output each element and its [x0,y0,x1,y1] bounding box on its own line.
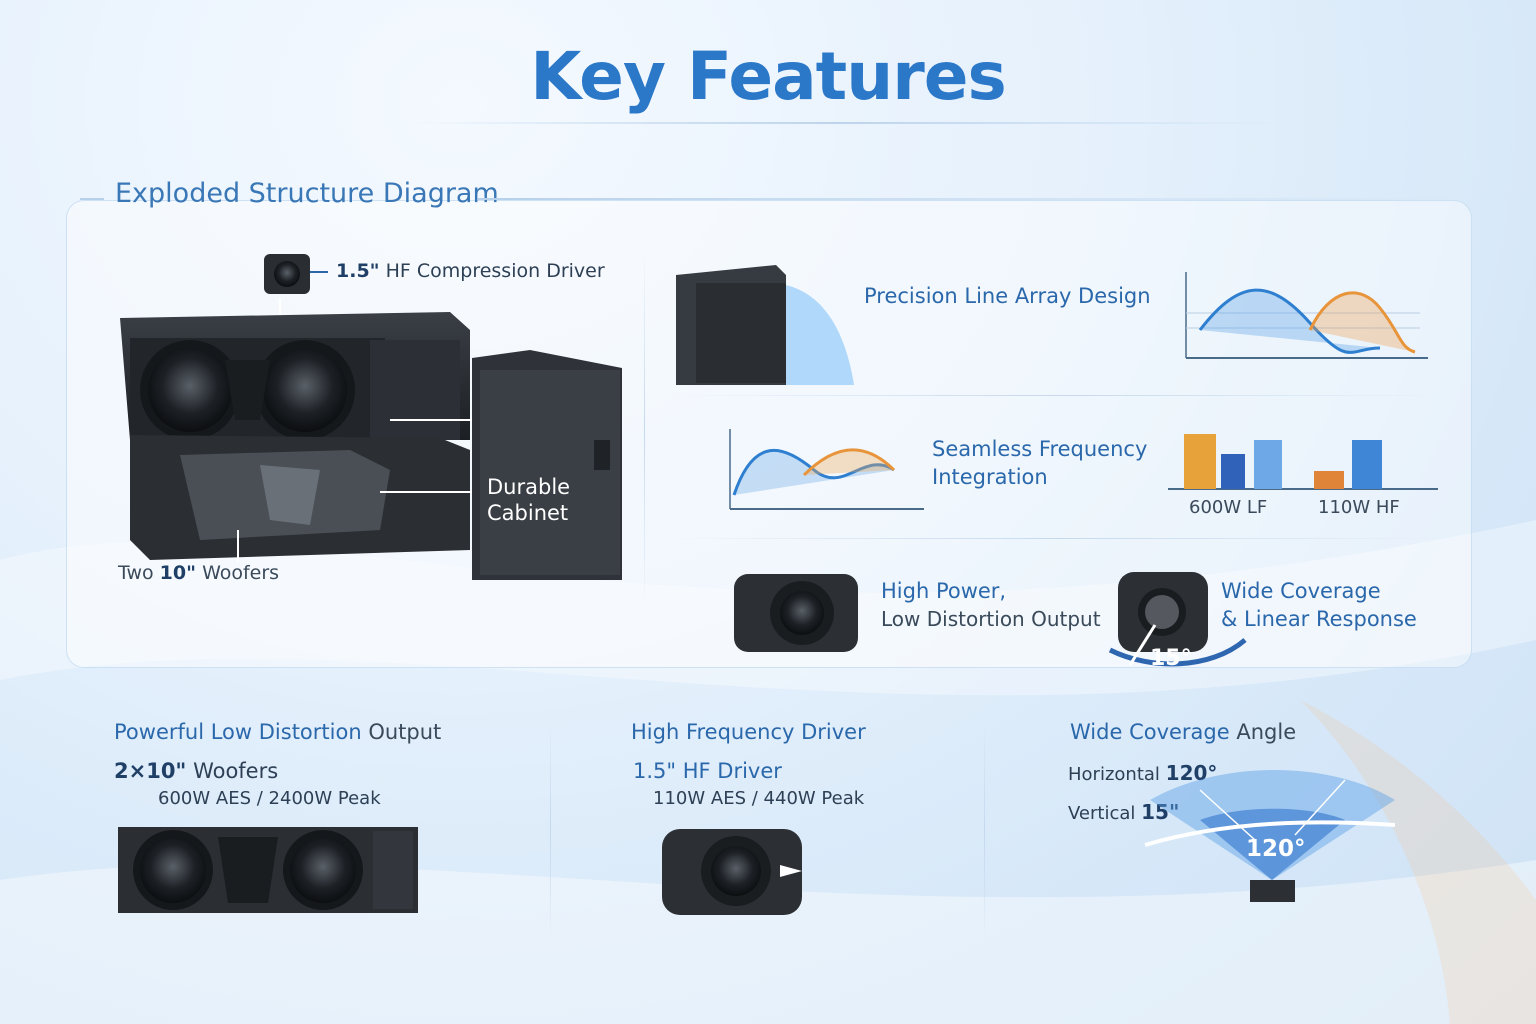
section-heading: Exploded Structure Diagram [115,178,499,209]
woofers-label: Two 10" Woofers [118,562,280,584]
coverage-angle-icon [1144,770,1396,902]
frequency-curve-icon [1185,272,1428,359]
dual-woofer-speaker-icon [118,827,418,913]
exploded-speaker-diagram [120,254,622,580]
col2-power: 110W AES / 440W Peak [653,788,865,809]
section-rule-left [80,198,104,200]
bar-label-lf: 600W LF [1189,497,1268,518]
row-divider-1 [670,395,1450,396]
horizontal-spec: Horizontal 120° [1068,761,1218,785]
woofer-section-icon [120,312,470,448]
power-bar-chart-icon [1168,434,1438,490]
line-array-label: Precision Line Array Design [864,284,1151,308]
vertical-spec: Vertical 15" [1068,800,1180,824]
crossover-curve-icon [729,429,924,510]
bottom-divider-2 [984,720,985,940]
col2-spec: 1.5" HF Driver [633,759,782,783]
col3-title: Wide Coverage Angle [1070,720,1297,744]
title-divider [400,122,1280,124]
section-rule-right [478,198,1468,200]
line-array-speaker-icon [676,265,854,385]
coverage-driver-icon [1108,572,1247,667]
angle-120-label: 120° [1246,836,1306,862]
wide-coverage-label: Wide Coverage& Linear Response [1221,579,1417,631]
col2-title: High Frequency Driver [631,720,866,744]
col1-spec: 2×10" Woofers [114,759,279,783]
col1-title: Powerful Low Distortion Output [114,720,442,744]
hf-driver-label: 1.5" HF Compression Driver [336,260,605,282]
high-power-driver-icon [734,574,858,652]
panel-divider [644,250,645,610]
high-power-label: High Power, Low Distortion Output [881,579,1101,631]
angle-15-label: 15° [1150,646,1192,671]
cabinet-icon [472,350,622,580]
bar-label-hf: 110W HF [1318,497,1400,518]
page-title: Key Features [530,38,1007,115]
col1-power: 600W AES / 2400W Peak [158,788,381,809]
hf-driver-large-icon [662,829,802,915]
frame-section-icon [130,435,470,560]
row-divider-2 [670,538,1450,539]
bottom-divider-1 [550,720,551,940]
hf-driver-icon [264,254,310,294]
